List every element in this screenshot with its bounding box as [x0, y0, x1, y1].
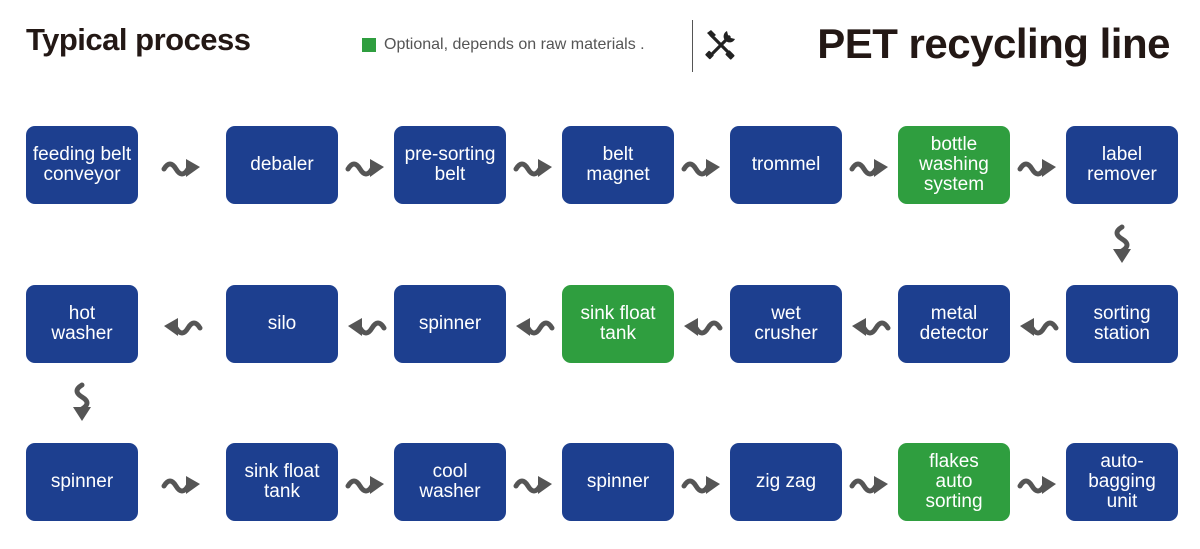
flow-arrow-left — [516, 318, 555, 336]
flow-arrow-left — [1020, 318, 1059, 336]
process-step: metal detector — [898, 285, 1010, 363]
process-step: spinner — [26, 443, 138, 521]
flow-arrow-right — [1017, 159, 1056, 177]
flow-arrow-left — [684, 318, 723, 336]
flow-arrow-right — [345, 159, 384, 177]
flow-arrow-right — [513, 476, 552, 494]
header-divider — [692, 20, 693, 72]
process-step: sorting station — [1066, 285, 1178, 363]
process-step: cool washer — [394, 443, 506, 521]
process-step: bottle washing system — [898, 126, 1010, 204]
tools-icon — [705, 30, 735, 60]
process-step: flakes auto sorting — [898, 443, 1010, 521]
process-step: label remover — [1066, 126, 1178, 204]
pet-recycling-line-title: PET recycling line — [817, 20, 1170, 67]
process-step: zig zag — [730, 443, 842, 521]
process-step: debaler — [226, 126, 338, 204]
flow-arrow-right — [513, 159, 552, 177]
flow-arrow-right — [681, 476, 720, 494]
process-step: spinner — [562, 443, 674, 521]
flow-arrow-right — [849, 159, 888, 177]
flow-arrow-left — [348, 318, 387, 336]
flow-arrow-right — [681, 159, 720, 177]
legend-optional-swatch — [362, 38, 376, 52]
flow-arrow-right — [161, 476, 200, 494]
process-step: belt magnet — [562, 126, 674, 204]
process-step: spinner — [394, 285, 506, 363]
flow-arrow-right — [849, 476, 888, 494]
process-step: pre-sorting belt — [394, 126, 506, 204]
flow-arrow-down — [73, 382, 91, 421]
process-step: sink float tank — [562, 285, 674, 363]
flow-arrow-left — [164, 318, 203, 336]
process-step: auto-bagging unit — [1066, 443, 1178, 521]
legend: Optional, depends on raw materials . — [362, 36, 645, 54]
flow-arrow-left — [852, 318, 891, 336]
legend-text: Optional, depends on raw materials . — [384, 36, 645, 53]
process-step: wet crusher — [730, 285, 842, 363]
flow-arrow-right — [345, 476, 384, 494]
flow-arrow-right — [1017, 476, 1056, 494]
process-step: hot washer — [26, 285, 138, 363]
process-step: silo — [226, 285, 338, 363]
process-step: feeding belt conveyor — [26, 126, 138, 204]
typical-process-title: Typical process — [26, 22, 251, 57]
process-step: sink float tank — [226, 443, 338, 521]
process-step: trommel — [730, 126, 842, 204]
flow-arrow-down — [1113, 224, 1131, 263]
flow-arrow-right — [161, 159, 200, 177]
